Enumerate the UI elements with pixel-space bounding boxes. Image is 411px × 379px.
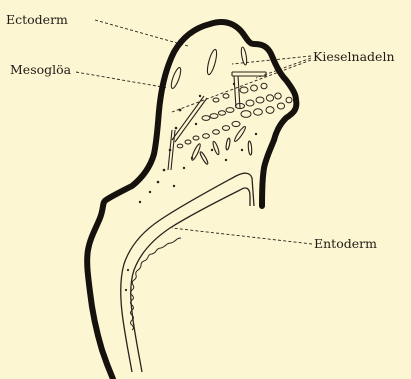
cell: [254, 109, 263, 115]
cell: [185, 140, 191, 144]
dot: [179, 109, 182, 112]
dot: [195, 123, 197, 125]
dot: [255, 133, 257, 135]
cell: [286, 97, 292, 103]
cell: [210, 114, 218, 119]
cell: [266, 107, 274, 114]
dot: [163, 169, 166, 172]
leader-mesogloea: [76, 72, 168, 88]
cell: [203, 134, 210, 138]
spicule: [169, 67, 182, 90]
cell: [193, 136, 199, 140]
cell: [177, 144, 183, 148]
dot: [127, 269, 129, 271]
leader-entoderm: [172, 228, 312, 244]
dot: [149, 191, 151, 193]
entoderm-layer: [121, 173, 254, 372]
cell: [256, 97, 264, 103]
cell: [275, 93, 281, 99]
cell: [226, 108, 234, 113]
leader-ectoderm: [95, 20, 188, 46]
dot: [157, 181, 160, 184]
spicule: [206, 49, 219, 76]
cell: [261, 83, 267, 89]
entoderm-inner-line: [131, 188, 250, 372]
label-spicules: Kieselnadeln: [313, 49, 395, 64]
label-mesogloea: Mesoglöa: [10, 62, 72, 77]
cell: [218, 111, 225, 115]
dot: [225, 159, 227, 161]
dot: [125, 289, 127, 291]
spicule: [199, 151, 209, 165]
cell: [213, 98, 219, 102]
dot: [199, 95, 201, 97]
cell: [213, 130, 220, 134]
dot: [139, 201, 141, 203]
spicule: [240, 47, 247, 65]
cell: [277, 103, 284, 109]
label-entoderm: Entoderm: [314, 236, 377, 251]
cell: [246, 100, 254, 106]
cell: [241, 111, 251, 118]
label-ectoderm: Ectoderm: [6, 12, 68, 27]
entoderm-outer-line: [121, 173, 254, 372]
dot: [211, 149, 213, 151]
cell: [266, 95, 273, 101]
dot: [173, 185, 175, 187]
dot: [183, 167, 185, 169]
spicule: [212, 141, 220, 155]
cell: [223, 94, 229, 98]
cell: [240, 87, 248, 93]
cell: [232, 121, 240, 126]
spicule-long: [232, 72, 266, 76]
spicule: [233, 125, 247, 142]
cell: [251, 85, 258, 91]
spicule: [225, 138, 230, 150]
entoderm-cell-row: [131, 238, 182, 330]
cell: [222, 126, 229, 131]
dot: [175, 127, 178, 130]
cell: [202, 116, 210, 121]
dot: [241, 149, 243, 151]
spicule: [248, 141, 252, 155]
